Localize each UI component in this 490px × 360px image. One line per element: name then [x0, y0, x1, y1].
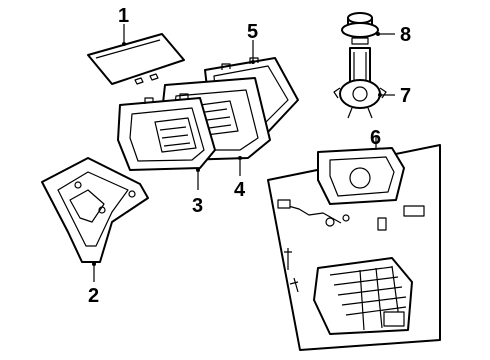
part-7-halogen-bulb: [333, 47, 387, 119]
callout-5: 5: [247, 21, 258, 43]
part-6-housing-assembly: [267, 144, 441, 351]
part-1-cover-plate: [87, 33, 185, 85]
callout-1: 1: [118, 5, 129, 27]
callout-8: 8: [400, 24, 411, 46]
part-2-headlamp-housing: [41, 157, 149, 263]
leader-lines: [92, 24, 395, 282]
callout-4: 4: [234, 179, 246, 201]
callout-7: 7: [400, 85, 411, 107]
callout-3: 3: [192, 195, 203, 217]
part-3-front-bezel: [117, 93, 216, 171]
callout-6: 6: [370, 127, 381, 149]
callout-2: 2: [88, 285, 99, 307]
part-8-bulb-socket: [341, 12, 379, 45]
